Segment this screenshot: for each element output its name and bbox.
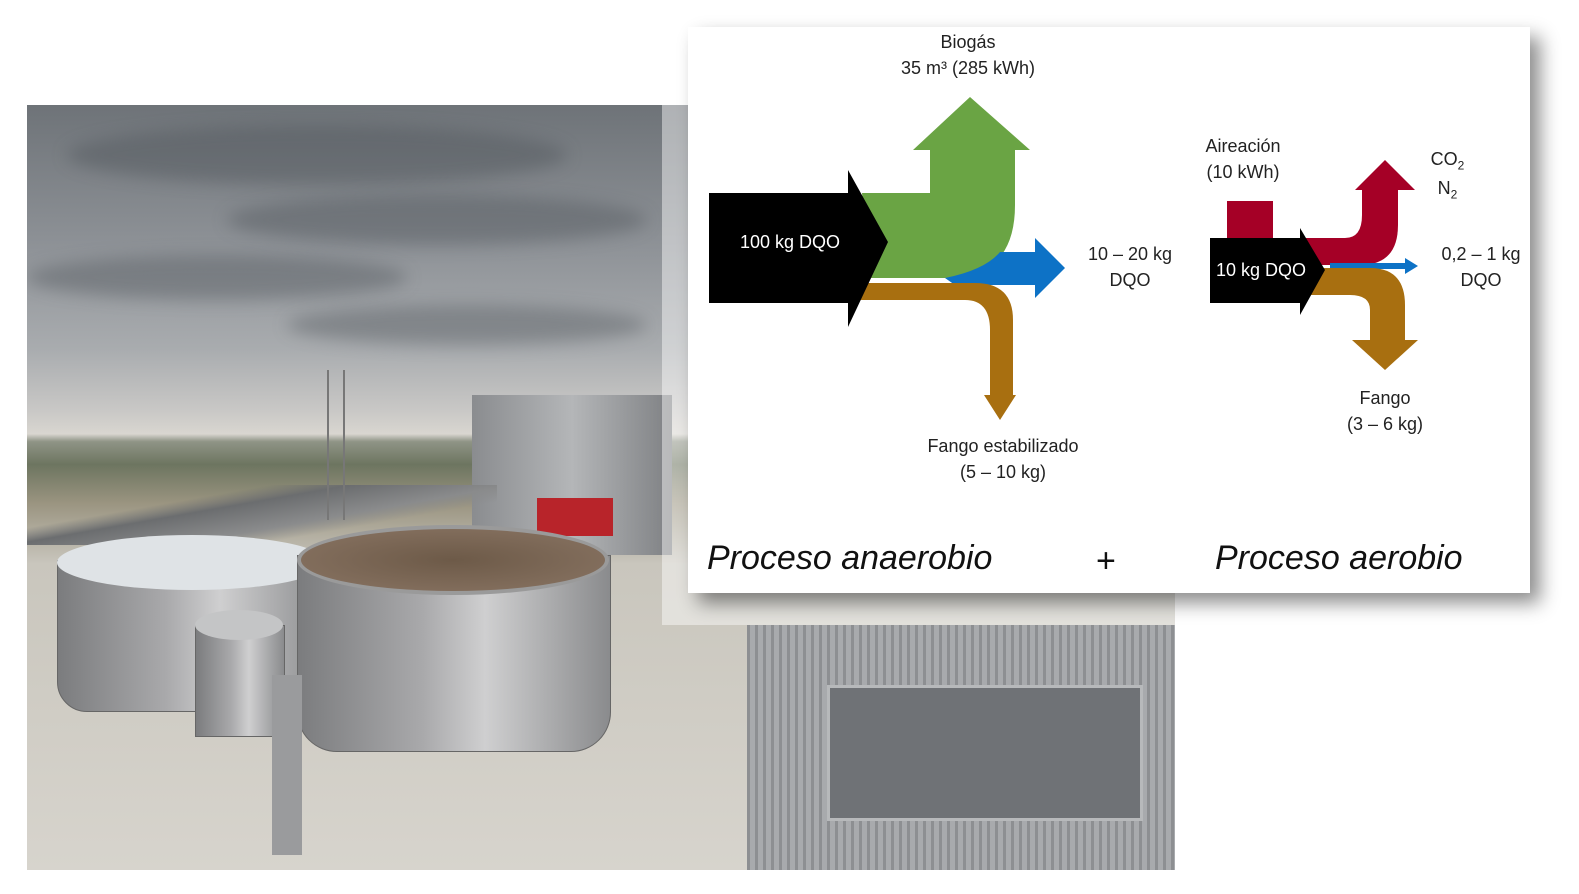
biogas-title: Biogás xyxy=(940,32,996,52)
input-arrow-anaerobic xyxy=(709,170,888,327)
aeration-energy: (10 kWh) xyxy=(1206,162,1280,182)
anaerobic-effluent-label: 10 – 20 kg DQO xyxy=(1070,241,1190,293)
anaerobic-sludge-label: Fango estabilizado (5 – 10 kg) xyxy=(893,433,1113,485)
effluent-amount-aerobic: 0,2 – 1 kg xyxy=(1441,244,1521,264)
n2-text: N xyxy=(1437,177,1451,198)
anaerobic-input-label: 100 kg DQO xyxy=(739,232,841,252)
gas-output-label: CO2 N2 xyxy=(1420,146,1475,207)
plus-sign: + xyxy=(1096,542,1116,580)
aeration-label: Aireación (10 kWh) xyxy=(1183,133,1303,185)
effluent-arrow-aerobic xyxy=(1330,258,1418,274)
antenna-tower xyxy=(327,370,345,520)
biogas-arrow xyxy=(862,97,1030,278)
co2-text: CO xyxy=(1430,149,1458,169)
silo xyxy=(272,675,302,855)
tank-small xyxy=(195,625,285,737)
n2-subscript: 2 xyxy=(1450,187,1458,202)
input-arrow-aerobic xyxy=(1210,228,1325,315)
aerobic-sludge-label: Fango (3 – 6 kg) xyxy=(1325,385,1445,437)
sludge-amount: (5 – 10 kg) xyxy=(959,462,1047,482)
sludge-title-aerobic: Fango xyxy=(1359,388,1411,408)
sludge-title: Fango estabilizado xyxy=(927,436,1079,456)
aerobic-input-label: 10 kg DQO xyxy=(1215,260,1307,280)
effluent-amount: 10 – 20 kg xyxy=(1087,244,1173,264)
aerobic-process-title: Proceso aerobio xyxy=(1215,539,1463,577)
biogas-value: 35 m³ (285 kWh) xyxy=(900,58,1036,78)
anaerobic-process-title: Proceso anaerobio xyxy=(707,539,993,577)
factory-sign xyxy=(537,498,613,536)
settling-basin xyxy=(827,685,1143,821)
biogas-label: Biogás 35 m³ (285 kWh) xyxy=(868,29,1068,81)
sludge-arrow-aerobic xyxy=(1305,268,1418,370)
aerobic-effluent-label: 0,2 – 1 kg DQO xyxy=(1428,241,1534,293)
sludge-amount-aerobic: (3 – 6 kg) xyxy=(1346,414,1424,434)
effluent-unit-aerobic: DQO xyxy=(1460,270,1502,290)
sludge-arrow xyxy=(860,283,1016,420)
effluent-unit: DQO xyxy=(1109,270,1151,290)
co2-subscript: 2 xyxy=(1457,158,1465,173)
aeration-title: Aireación xyxy=(1205,136,1281,156)
